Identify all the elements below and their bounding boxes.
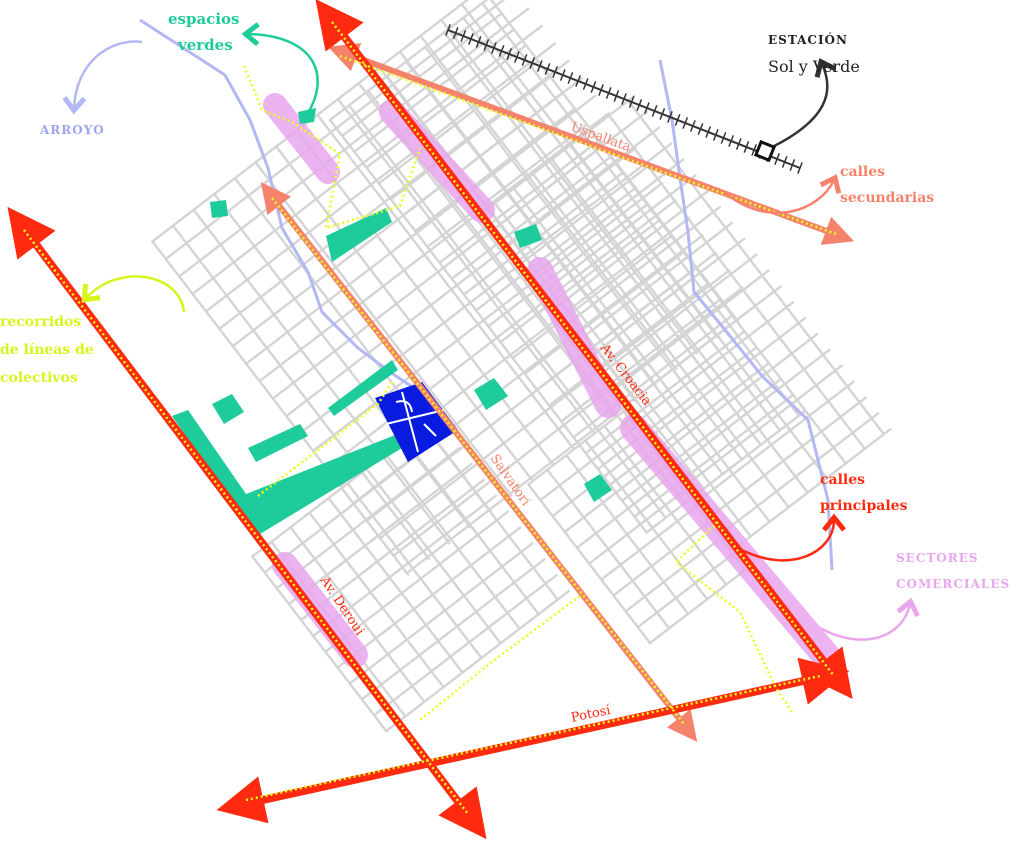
label-arroyo: ARROYO [39,123,105,137]
label-sectores-comerciales: SECTORES COMERCIALES [896,551,1010,591]
label-recorridos: recorridos de líneas de colectivos [0,314,99,386]
recorridos-arrow [81,275,186,313]
sectores-comerciales-arrow [819,597,920,641]
label-espacios-verdes: espacios verdes [168,10,245,54]
label-calles-secundarias: calles secundarias [840,164,934,206]
label-calles-principales: calles principales [820,472,908,514]
estacion-arrow [765,58,837,152]
espacios-verdes-arrow [241,22,319,117]
estacion-icon [753,139,777,163]
label-estacion: ESTACIÓN Sol y Verde [768,29,860,76]
calles-principales-arrow [737,513,846,562]
bus-routes [23,21,837,815]
arroyo-arrow [62,40,143,115]
calles-secundarias-arrow [723,174,842,215]
